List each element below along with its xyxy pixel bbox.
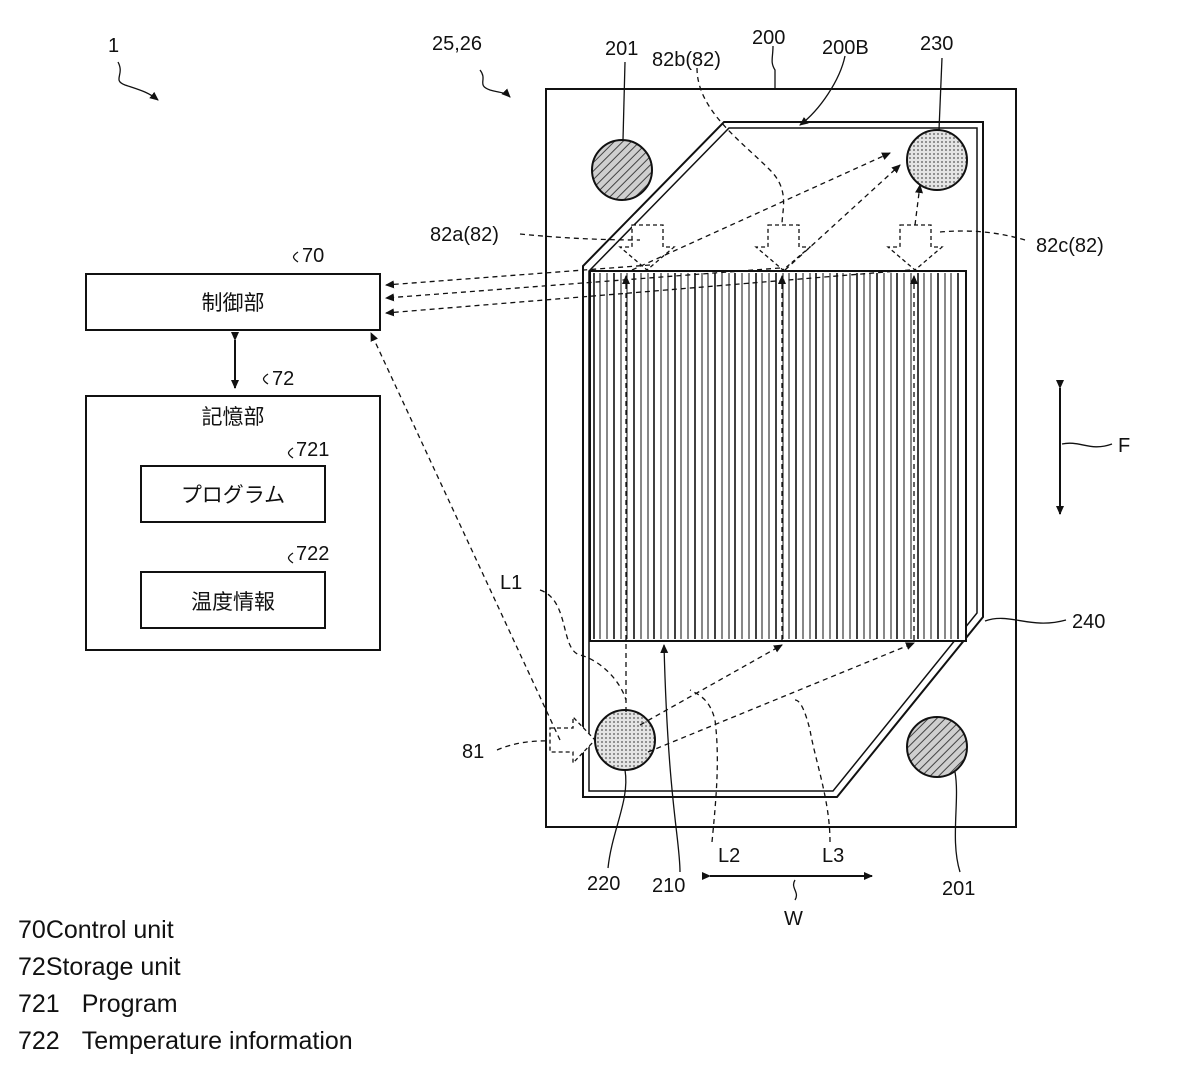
leader-230 bbox=[939, 58, 942, 130]
leader-70 bbox=[294, 252, 299, 262]
hole-230 bbox=[907, 130, 967, 190]
path-top-a bbox=[632, 153, 890, 270]
leader-1 bbox=[118, 62, 158, 100]
signal-81 bbox=[371, 333, 560, 740]
channel-frame bbox=[590, 271, 966, 641]
leader-201-top bbox=[623, 62, 625, 140]
legend-num: 721 bbox=[18, 990, 60, 1018]
hole-201-top bbox=[592, 140, 652, 200]
ref-1: 1 bbox=[108, 35, 119, 57]
leader-200 bbox=[772, 46, 775, 89]
ref-L1: L1 bbox=[500, 572, 522, 594]
legend-text: Program bbox=[82, 990, 178, 1018]
control-unit-label: 制御部 bbox=[202, 291, 265, 315]
legend-num: 722 bbox=[18, 1027, 60, 1055]
leader-F bbox=[1062, 443, 1112, 447]
program-label: プログラム bbox=[181, 483, 285, 507]
ref-82c: 82c(82) bbox=[1036, 235, 1104, 257]
leader-220 bbox=[608, 770, 626, 868]
leader-200B bbox=[800, 56, 845, 125]
ref-220: 220 bbox=[587, 873, 620, 895]
path-L2-diag bbox=[640, 645, 782, 725]
ref-72: 72 bbox=[272, 368, 294, 390]
legend-num: 70 bbox=[18, 916, 46, 944]
leader-L3 bbox=[795, 700, 830, 842]
ref-81: 81 bbox=[462, 741, 484, 763]
ref-L3: L3 bbox=[822, 845, 844, 867]
temperature-info-label: 温度情報 bbox=[191, 590, 275, 614]
leader-81 bbox=[497, 741, 550, 750]
ref-W: W bbox=[784, 908, 803, 930]
leader-25-26 bbox=[480, 70, 510, 97]
leader-210 bbox=[664, 645, 680, 872]
legend-row-722: 722 Temperature information bbox=[18, 1023, 618, 1060]
ref-722: 722 bbox=[296, 543, 329, 565]
ref-200B: 200B bbox=[822, 37, 869, 59]
ref-210: 210 bbox=[652, 875, 685, 897]
legend-row-70: 70Control unit bbox=[18, 912, 618, 949]
legend-row-72: 72Storage unit bbox=[18, 949, 618, 986]
ref-201-top: 201 bbox=[605, 38, 638, 60]
flow-channels-210 bbox=[590, 271, 966, 641]
ref-240: 240 bbox=[1072, 611, 1105, 633]
ref-25-26: 25,26 bbox=[432, 33, 482, 55]
leader-L2 bbox=[690, 690, 717, 842]
path-top-b bbox=[785, 165, 900, 270]
legend-text: Storage unit bbox=[46, 953, 181, 981]
hole-220 bbox=[595, 710, 655, 770]
leader-72 bbox=[264, 374, 269, 384]
sensor-82c bbox=[888, 225, 942, 270]
legend-num: 72 bbox=[18, 953, 46, 981]
legend-row-721: 721 Program bbox=[18, 986, 618, 1023]
ref-721: 721 bbox=[296, 439, 329, 461]
leader-240 bbox=[985, 618, 1066, 623]
hole-201-bottom bbox=[907, 717, 967, 777]
sensor-82b bbox=[756, 225, 810, 270]
storage-unit-label: 記憶部 bbox=[202, 405, 265, 429]
legend-text: Temperature information bbox=[82, 1027, 353, 1055]
path-top-c bbox=[915, 185, 920, 225]
ref-82b: 82b(82) bbox=[652, 49, 721, 71]
leader-201-bottom bbox=[955, 772, 960, 872]
ref-F: F bbox=[1118, 435, 1130, 457]
legend-text: Control unit bbox=[46, 916, 174, 944]
legend: 70Control unit 72Storage unit 721 Program… bbox=[18, 912, 618, 1060]
ref-L2: L2 bbox=[718, 845, 740, 867]
ref-230: 230 bbox=[920, 33, 953, 55]
ref-201-bottom: 201 bbox=[942, 878, 975, 900]
ref-70: 70 bbox=[302, 245, 324, 267]
ref-82a: 82a(82) bbox=[430, 224, 499, 246]
leader-W bbox=[794, 880, 797, 900]
ref-200: 200 bbox=[752, 27, 785, 49]
